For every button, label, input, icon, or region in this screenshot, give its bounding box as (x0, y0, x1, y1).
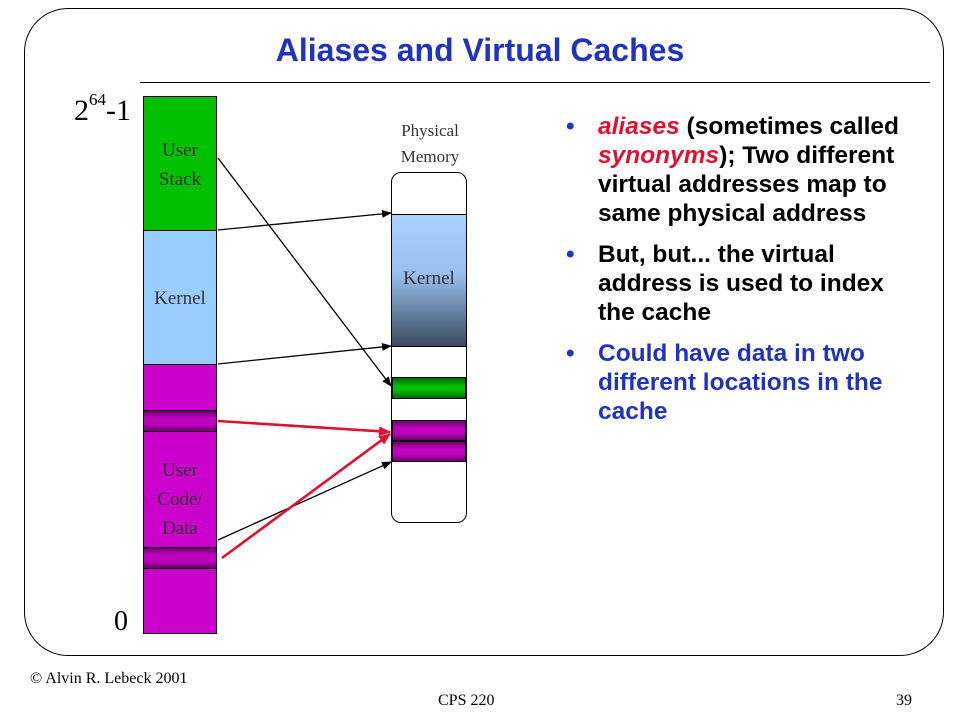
arrow-kernel-bottom (217, 342, 392, 365)
bullet-list: • aliases (sometimes called synonyms); Tw… (566, 112, 906, 438)
bullet-two-locations: • Could have data in two different locati… (566, 339, 906, 426)
virtual-alias-block-2 (143, 547, 217, 569)
top-address-label: 264-1 (74, 90, 131, 127)
segment-label-user-stack: User Stack (158, 140, 202, 190)
bullet-text: ); Two different virtual addresses map t… (598, 142, 895, 227)
physical-user-stack-block (392, 377, 466, 399)
physical-kernel-region (392, 214, 466, 347)
alias-arrow-1 (217, 419, 391, 437)
bullet-dot: • (566, 241, 575, 268)
slide-frame (24, 8, 944, 656)
segment-kernel (143, 230, 217, 365)
alias-arrow-2 (221, 432, 391, 560)
title-rule (140, 82, 930, 83)
arrow-user-stack (217, 157, 392, 387)
segment-user-code-data (143, 364, 217, 634)
physical-kernel-label: Kernel (403, 268, 455, 289)
footer-copyright: © Alvin R. Lebeck 2001 (30, 670, 188, 687)
segment-label-kernel: Kernel (154, 288, 206, 309)
physical-code-block-1 (392, 420, 466, 441)
segment-user-stack (143, 96, 217, 231)
bullet-aliases: • aliases (sometimes called synonyms); Tw… (566, 112, 906, 228)
term-synonyms: synonyms (598, 142, 720, 169)
footer-page-number: 39 (896, 692, 912, 709)
bullet-text: But, but... the virtual address is used … (598, 241, 884, 326)
slide-title: Aliases and Virtual Caches (275, 32, 685, 68)
term-aliases: aliases (598, 113, 680, 140)
bullet-text: (sometimes called (679, 113, 899, 140)
bullet-dot: • (566, 340, 575, 367)
physical-code-block-2 (392, 441, 466, 462)
arrow-user-code (217, 461, 392, 541)
bullet-text: Could have data in two different locatio… (598, 340, 883, 425)
bottom-address-label: 0 (114, 606, 128, 637)
bullet-dot: • (566, 113, 575, 140)
footer-course: CPS 220 (438, 692, 495, 709)
virtual-alias-block-1 (143, 410, 217, 432)
bullet-virtual-index: • But, but... the virtual address is used… (566, 240, 906, 327)
arrow-kernel-top (217, 209, 392, 231)
segment-label-user-code-data: User Code/ Data (157, 460, 203, 539)
physical-memory-heading: Physical Memory (400, 121, 460, 166)
